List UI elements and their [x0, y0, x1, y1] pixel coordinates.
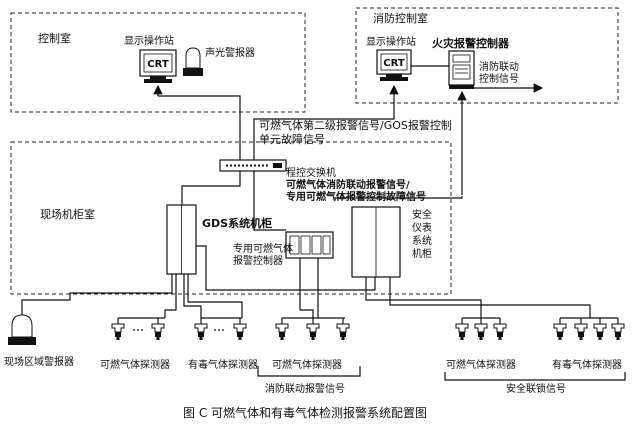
fire-control-room-label: 消防控制室: [373, 11, 428, 25]
safety-linkage-label: 安全联锁信号: [506, 382, 566, 395]
figure-caption: 图 C 可燃气体和有毒气体检测报警系统配置图: [183, 405, 427, 420]
field-cabinet-room-boundary: [10, 141, 452, 295]
dedicated-controller-line1: 专用可燃气体: [233, 242, 293, 255]
switch-label: 程控交换机: [286, 166, 336, 179]
fire-linkage-signal-line2: 控制信号: [479, 72, 519, 85]
field-cabinet-room-label: 现场机柜室: [40, 207, 95, 221]
combustible-detector-label-2: 可燃气体探测器: [272, 358, 342, 371]
sis-label-1: 安全: [412, 208, 432, 221]
dedicated-controller-line2: 报警控制器: [233, 254, 283, 267]
fire-control-room-boundary: [355, 7, 619, 104]
safety-linkage-bracket: [444, 372, 626, 381]
field-alarm-beacon-icon: [8, 314, 36, 345]
beacon-icon: [183, 47, 203, 76]
combustible-detector-group-3: [365, 277, 507, 341]
monitor-icon: [139, 49, 177, 83]
crt-1-label: CRT: [147, 59, 169, 70]
audible-alarm-label: 声光警报器: [205, 46, 255, 59]
toxic-detector-label-2: 有毒气体探测器: [552, 358, 622, 371]
toxic-detector-group-2: [389, 277, 625, 341]
combustible-detector-group-1: [111, 274, 177, 341]
switch-signal-line2: 专用可燃气体报警控制故障信号: [286, 190, 426, 203]
gds-cabinet-icon: [166, 204, 197, 275]
sis-cabinet-icon: [351, 206, 401, 278]
switch-icon: [219, 159, 287, 172]
fire-linkage-signal-line1: 消防联动: [479, 60, 519, 73]
toxic-detector-group-1: [183, 274, 247, 341]
control-room-label: 控制室: [38, 31, 71, 45]
fire-alarm-controller-label: 火灾报警控制器: [432, 36, 510, 50]
gds-cabinet-label: GDS系统机柜: [202, 216, 272, 230]
display-station-2-label: 显示操作站: [366, 35, 416, 48]
fire-alarm-controller-icon: [448, 50, 475, 89]
sis-label-3: 系统: [412, 234, 432, 247]
switch-signal-line1: 可燃气体消防联动报警信号/: [286, 178, 410, 191]
crt-2-label: CRT: [383, 58, 405, 69]
top-signal-line1: 可燃气体第二级报警信号/GOS报警控制: [259, 118, 452, 132]
combustible-detector-label-1: 可燃气体探测器: [100, 358, 170, 371]
field-alarm-label: 现场区域警报器: [4, 355, 74, 368]
fire-linkage-label: 消防联动报警信号: [265, 382, 345, 395]
toxic-detector-label-1: 有毒气体探测器: [188, 358, 258, 371]
fire-linkage-bracket: [257, 366, 361, 377]
combustible-detector-group-2: [275, 258, 350, 341]
monitor-icon: [376, 49, 412, 81]
dedicated-controller-icon: [285, 231, 334, 259]
display-station-1-label: 显示操作站: [124, 34, 174, 47]
combustible-detector-label-3: 可燃气体探测器: [446, 358, 516, 371]
top-signal-line2: 单元故障信号: [259, 132, 325, 146]
control-room-boundary: [10, 12, 306, 113]
sis-label-4: 机柜: [412, 247, 432, 260]
sis-label-2: 仪表: [412, 221, 432, 234]
